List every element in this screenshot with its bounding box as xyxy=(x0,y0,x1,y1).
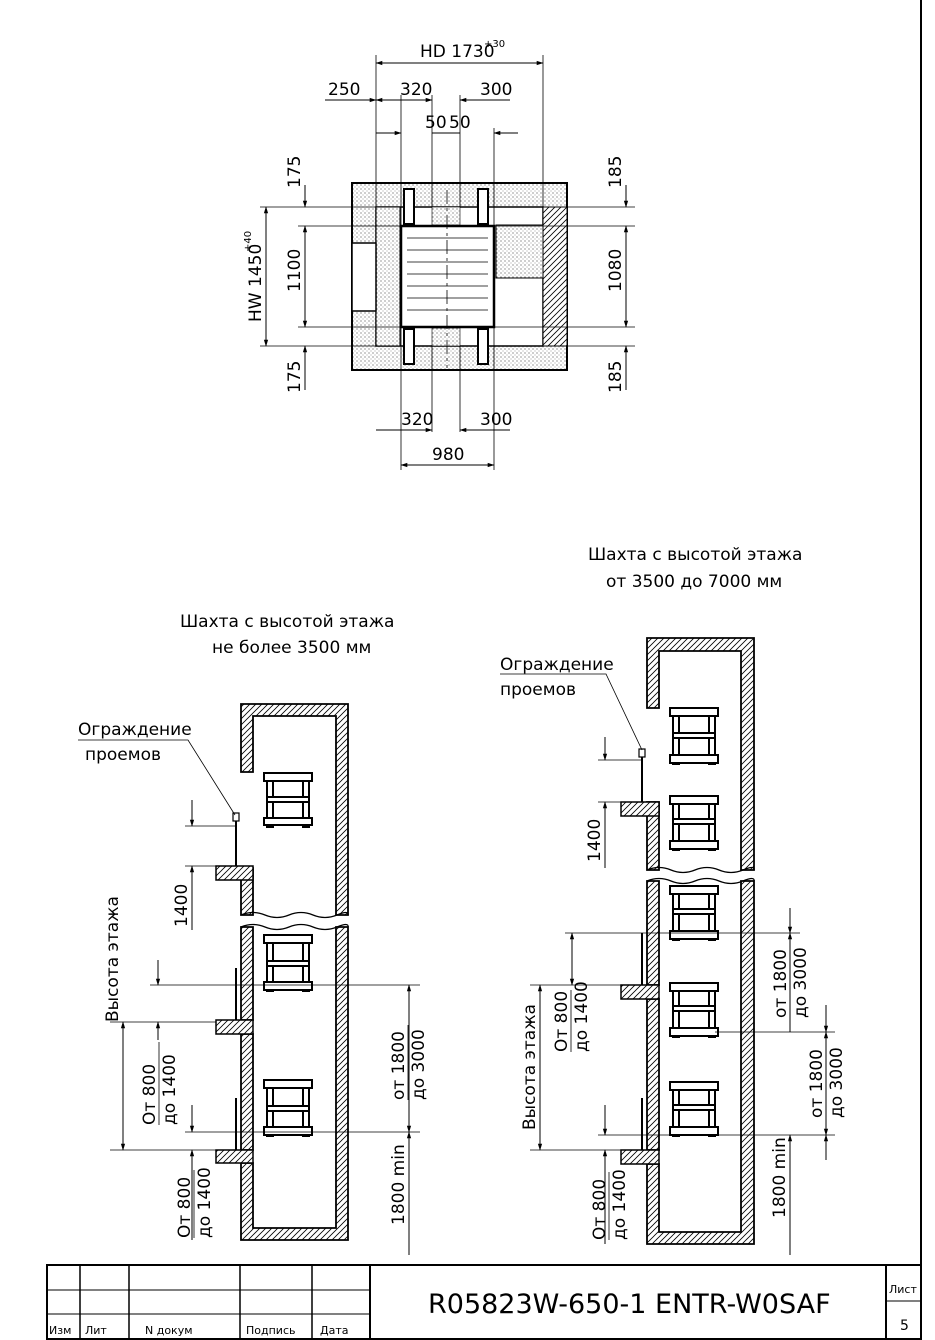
left-from1800: от 1800 xyxy=(389,1031,409,1100)
right-upper-wall xyxy=(646,637,755,871)
plan-rail-tr xyxy=(477,188,489,225)
left-car-2 xyxy=(263,934,313,992)
dim-top-50b: 50 xyxy=(449,113,471,133)
dim-bottom-300: 300 xyxy=(480,410,512,430)
dim-hd-tol: +30 xyxy=(484,39,505,50)
right-from1800-a: от 1800 xyxy=(771,949,791,1018)
right-car-1 xyxy=(669,707,719,765)
section-left-caption-2: не более 3500 мм xyxy=(212,638,371,658)
tb-col-date: Дата xyxy=(320,1324,348,1337)
right-guard-leader xyxy=(500,673,643,751)
right-car-2 xyxy=(669,795,719,851)
left-dim-1400: 1400 xyxy=(172,884,192,927)
plan-rail-tl xyxy=(403,188,415,225)
right-car-5 xyxy=(669,1081,719,1137)
dim-top-50a: 50 xyxy=(425,113,447,133)
left-break-top xyxy=(240,911,349,919)
tb-col-sign: Подпись xyxy=(246,1324,295,1337)
dim-right-1080: 1080 xyxy=(606,249,626,292)
left-from800-b: От 800 xyxy=(175,1177,195,1238)
left-car-1 xyxy=(263,772,313,828)
left-car-3 xyxy=(263,1079,313,1137)
plan-car-lines xyxy=(407,237,488,311)
shaft-plan: HD 1730 +30 250 320 300 50 50 175 1100 1… xyxy=(243,39,635,470)
plan-speck-bottom xyxy=(431,327,461,347)
right-break-bottom xyxy=(646,877,755,885)
dim-top-300: 300 xyxy=(480,80,512,100)
right-min1800: 1800 min xyxy=(770,1137,790,1218)
right-landing-1 xyxy=(620,801,660,817)
plan-speck-right xyxy=(495,224,544,279)
plan-rail-bl xyxy=(403,328,415,365)
section-left: Шахта с высотой этажа не более 3500 мм xyxy=(78,612,429,1255)
section-left-caption-1: Шахта с высотой этажа xyxy=(180,612,394,632)
section-right-caption-2: от 3500 до 7000 мм xyxy=(606,572,782,592)
plan-car xyxy=(399,224,496,329)
left-guard-label-1: Ограждение xyxy=(78,720,192,740)
right-landing-3 xyxy=(620,1149,660,1165)
right-break-top xyxy=(646,866,755,874)
left-to1400-a: до 1400 xyxy=(160,1054,180,1125)
title-block: Изм Лит N докум Подпись Дата R05823W-650… xyxy=(46,1264,922,1340)
left-min1800: 1800 min xyxy=(389,1144,409,1225)
right-car-3 xyxy=(669,885,719,941)
dim-left-1100: 1100 xyxy=(285,249,305,292)
left-guard-leader xyxy=(78,739,236,816)
tb-sheet-number: 5 xyxy=(900,1318,909,1334)
plan-hatch-right xyxy=(542,206,568,347)
left-landing-3 xyxy=(215,1149,254,1164)
dim-right-185-bottom: 185 xyxy=(606,361,626,393)
right-lower-left-wall-2 xyxy=(646,998,660,1151)
right-dim-1400: 1400 xyxy=(585,819,605,862)
tb-col-izm: Изм xyxy=(49,1324,71,1337)
left-lower-wall xyxy=(240,926,254,1021)
dim-hw-tol: +40 xyxy=(243,231,254,252)
right-car-4 xyxy=(669,982,719,1038)
left-lower-wall-mid xyxy=(240,1033,254,1151)
right-to1400-a: до 1400 xyxy=(572,981,592,1052)
plan-speck-top xyxy=(431,206,461,226)
dim-bottom-320: 320 xyxy=(401,410,433,430)
left-to1400-b: до 1400 xyxy=(195,1167,215,1238)
plan-door-opening xyxy=(351,242,377,312)
left-upper-wall xyxy=(240,703,349,916)
left-guard-label-2: проемов xyxy=(85,745,161,765)
right-guard-1 xyxy=(638,748,646,758)
dim-hd: HD 1730 xyxy=(420,42,495,62)
tb-doc-code: R05823W-650-1 ENTR-W0SAF xyxy=(428,1289,831,1320)
plan-rail-br xyxy=(477,328,489,365)
tb-col-lit: Лит xyxy=(85,1324,107,1337)
dim-bottom-980: 980 xyxy=(432,445,464,465)
left-from800-a: От 800 xyxy=(140,1064,160,1125)
left-floor-height: Высота этажа xyxy=(103,896,123,1022)
right-floor-height: Высота этажа xyxy=(520,1004,540,1130)
plan-counterweight-left xyxy=(375,206,401,347)
dim-left-175-bottom: 175 xyxy=(285,361,305,393)
section-right-caption-1: Шахта с высотой этажа xyxy=(588,545,802,565)
dim-left-175-top: 175 xyxy=(285,156,305,188)
dim-hw: HW 1450 xyxy=(246,244,266,322)
right-to1400-b: до 1400 xyxy=(610,1169,630,1240)
right-to3000-a: до 3000 xyxy=(791,947,811,1018)
dim-top-320: 320 xyxy=(400,80,432,100)
right-guard-label-2: проемов xyxy=(500,680,576,700)
left-landing-2 xyxy=(215,1019,254,1035)
right-from800-b: От 800 xyxy=(590,1179,610,1240)
right-landing-2 xyxy=(620,984,660,1000)
right-to3000-b: до 3000 xyxy=(827,1047,847,1118)
left-to3000: до 3000 xyxy=(409,1029,429,1100)
section-right: Шахта с высотой этажа от 3500 до 7000 мм xyxy=(500,545,847,1255)
left-landing-1 xyxy=(215,865,254,881)
tb-sheet-label: Лист xyxy=(889,1283,917,1296)
dim-top-250: 250 xyxy=(328,80,360,100)
left-guard-1 xyxy=(232,812,240,822)
left-break-bottom xyxy=(240,923,349,931)
tb-col-doc: N докум xyxy=(145,1324,193,1337)
right-guard-label-1: Ограждение xyxy=(500,655,614,675)
dim-right-185-top: 185 xyxy=(606,156,626,188)
right-from1800-b: от 1800 xyxy=(807,1049,827,1118)
right-from800-a: От 800 xyxy=(552,991,572,1052)
